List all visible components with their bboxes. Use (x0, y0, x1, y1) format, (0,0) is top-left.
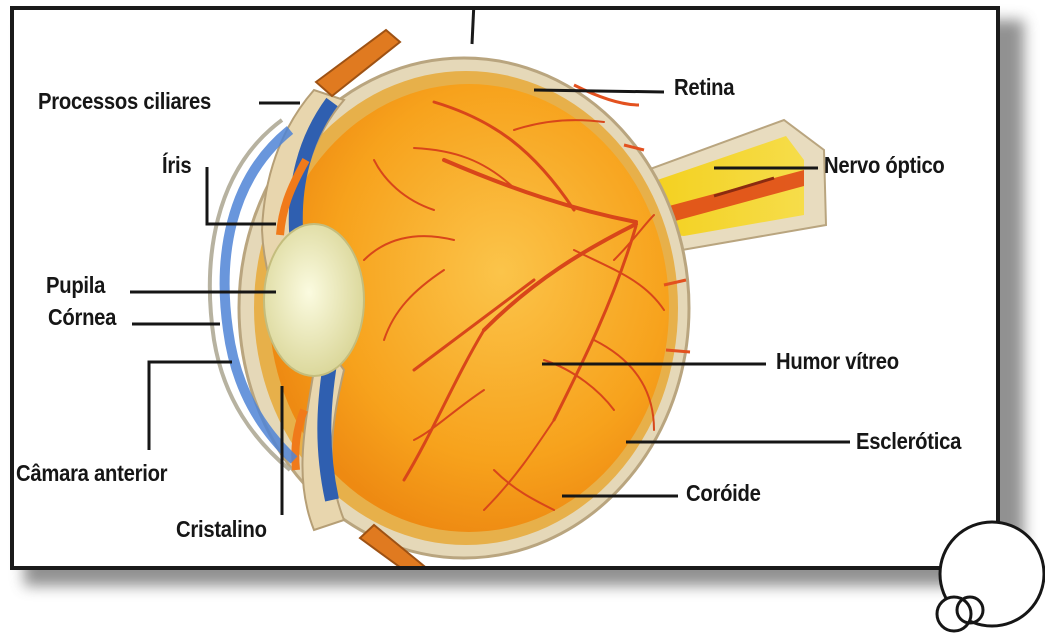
label-retina: Retina (674, 74, 734, 101)
label-esclerotica: Esclerótica (856, 428, 961, 455)
label-iris: Íris (162, 152, 191, 179)
label-cristalino: Cristalino (176, 516, 267, 543)
label-humor-vitreo: Humor vítreo (776, 348, 899, 375)
label-nervo-optico: Nervo óptico (824, 152, 945, 179)
diagram-frame: Processos ciliares Íris Pupila Córnea Câ… (10, 6, 1000, 570)
label-coroide: Coróide (686, 480, 761, 507)
label-cornea: Córnea (48, 304, 116, 331)
top-connector-line (472, 10, 474, 44)
label-camara-anterior: Câmara anterior (16, 460, 167, 487)
label-processos-ciliares: Processos ciliares (38, 88, 211, 115)
lens-shape (264, 224, 364, 376)
magnifier-circles-icon[interactable] (926, 510, 1045, 634)
label-pupila: Pupila (46, 272, 105, 299)
